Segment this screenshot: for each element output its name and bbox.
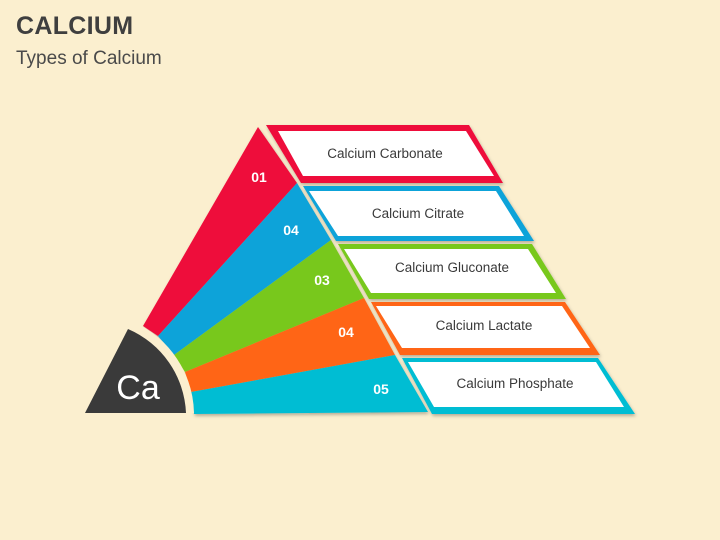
center-disc xyxy=(85,329,186,413)
center-disc-rim xyxy=(132,322,194,414)
label-text-05: Calcium Phosphate xyxy=(456,376,573,391)
segment-number-01: 01 xyxy=(251,169,267,185)
label-text-01: Calcium Carbonate xyxy=(327,146,443,161)
segment-number-03: 03 xyxy=(314,272,330,288)
wedge-02 xyxy=(158,183,331,355)
wedge-01 xyxy=(143,127,297,336)
center-symbol: Ca xyxy=(116,369,160,407)
label-card-04 xyxy=(376,306,590,348)
wedge-03 xyxy=(174,240,364,372)
page-subtitle: Types of Calcium xyxy=(16,48,162,69)
wedge-05 xyxy=(191,355,428,414)
label-cards xyxy=(278,131,624,407)
segment-number-04: 04 xyxy=(338,324,354,340)
fan-wedges xyxy=(143,127,428,414)
segment-number-05: 05 xyxy=(373,381,389,397)
label-card-03 xyxy=(344,249,556,293)
wedge-04 xyxy=(185,298,395,392)
segment-number-02: 04 xyxy=(283,222,299,238)
page-title: CALCIUM xyxy=(16,12,134,40)
label-card-01 xyxy=(278,131,494,176)
label-text-02: Calcium Citrate xyxy=(372,206,464,221)
label-card-05 xyxy=(408,362,624,407)
label-text-03: Calcium Gluconate xyxy=(395,260,509,275)
label-text-04: Calcium Lactate xyxy=(436,318,533,333)
label-card-02 xyxy=(309,191,524,236)
